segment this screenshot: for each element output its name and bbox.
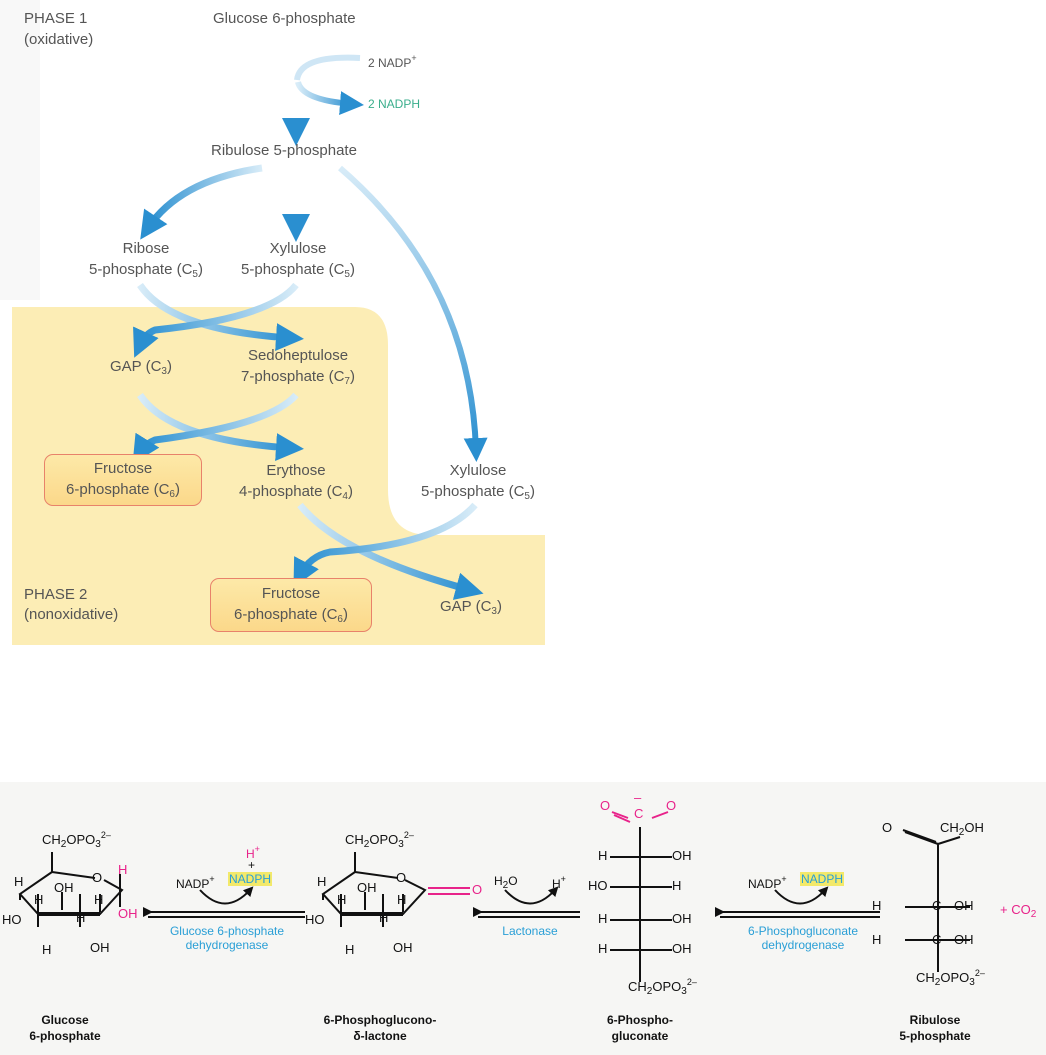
pentose-phosphate-overview: PHASE 1 (oxidative) Glucose 6-phosphate … xyxy=(0,0,560,660)
arrow-cross1-b xyxy=(133,282,299,358)
node-xylulose-5-phosphate: Xylulose 5-phosphate (C5) xyxy=(241,240,355,280)
arrow-nadph-out xyxy=(295,80,364,116)
lac-h5: H xyxy=(345,942,355,957)
lac-oh2: OH xyxy=(393,940,413,955)
g6p-oh-pink: OH xyxy=(118,906,138,921)
node-fructose-6-phosphate-1-box xyxy=(44,454,202,506)
pg-ho: HO xyxy=(588,878,608,893)
co2: + CO2 xyxy=(1000,902,1037,920)
node-fructose-6-phosphate-1: Fructose 6-phosphate (C6) xyxy=(66,460,180,500)
ru-c1: C xyxy=(932,898,942,913)
g6p-h5: H xyxy=(42,942,52,957)
node-erythrose-4-phosphate: Erythose 4-phosphate (C4) xyxy=(239,462,353,502)
pg-ch2opo3: CH2OPO32– xyxy=(628,977,697,997)
arrow-cross2-b xyxy=(132,392,299,464)
phase2-sub: (nonoxidative) xyxy=(24,606,119,623)
pg-oh2: OH xyxy=(672,911,692,926)
node-gap-2: GAP (C3) xyxy=(440,598,502,617)
node-xylulose-5-phosphate-2: Xylulose 5-phosphate (C5) xyxy=(421,462,535,502)
phosphoglucono-lactone-name: 6-Phosphoglucono-δ-lactone xyxy=(323,1013,437,1043)
arrow-ru5p-xylulose2 xyxy=(338,165,488,462)
pg-oh1: OH xyxy=(672,848,692,863)
ru-c2: C xyxy=(932,932,942,947)
pg-h1: H xyxy=(598,848,608,863)
node-glucose-6-phosphate: Glucose 6-phosphate xyxy=(213,10,356,27)
ru-o: O xyxy=(882,820,893,835)
ru-oh1: OH xyxy=(954,898,974,913)
overview-graphics xyxy=(0,0,545,645)
lac-h1: H xyxy=(317,874,327,889)
nadp-1: NADP+ xyxy=(176,874,215,891)
lac-h2: H xyxy=(337,892,347,907)
phase1-sub: (oxidative) xyxy=(24,31,94,48)
pg-h3: H xyxy=(598,911,608,926)
lac-ho: HO xyxy=(305,912,325,927)
g6p-ho: HO xyxy=(2,912,22,927)
pg-h4: H xyxy=(598,941,608,956)
g6p-h1: H xyxy=(14,874,24,889)
lac-h3: H xyxy=(397,892,407,907)
ru-h2: H xyxy=(872,932,882,947)
reaction-graphics xyxy=(18,811,970,982)
node-fructose-6-phosphate-2-box xyxy=(210,578,372,632)
g6p-h2: H xyxy=(34,892,44,907)
lac-h4: H xyxy=(379,910,389,925)
arrow-ru5p-ribose xyxy=(140,164,263,240)
phase1-label: PHASE 1 xyxy=(24,10,88,27)
pg-h2: H xyxy=(672,878,682,893)
oxidative-phase-reaction: CH2OPO32– O H OH H OH H H HO H H OH Gluc… xyxy=(0,782,1046,1055)
nadph-2: NADPH xyxy=(800,872,845,886)
nadph-1: NADPH xyxy=(228,872,273,886)
ru-ch2opo3: CH2OPO32– xyxy=(916,968,985,988)
ru-ch2oh: CH2OH xyxy=(940,820,984,838)
pg-o-left: O xyxy=(600,798,611,813)
lac-ring-o: O xyxy=(396,870,407,885)
h2o: H2O xyxy=(494,874,518,891)
g6p-ch2opo3: CH2OPO32– xyxy=(42,830,111,850)
g6p-oh2: OH xyxy=(90,940,110,955)
ru-h1: H xyxy=(872,898,882,913)
enzyme-lactonase: Lactonase xyxy=(502,924,558,938)
node-nadp-in: 2 NADP+ xyxy=(368,53,417,70)
hplus-1: H+ xyxy=(246,844,260,861)
node-fructose-6-phosphate-2: Fructose 6-phosphate (C6) xyxy=(234,585,348,625)
phase2-background xyxy=(12,307,545,645)
arrow-cross2-a xyxy=(137,392,304,462)
left-shade xyxy=(0,0,40,300)
pg-o-right: O xyxy=(666,798,677,813)
node-ribulose-5-phosphate: Ribulose 5-phosphate xyxy=(211,142,357,159)
plus-1: + xyxy=(248,858,256,872)
phase2-label: PHASE 2 xyxy=(24,586,88,603)
lac-carbonyl-o: O xyxy=(472,882,483,897)
arrow-cross1-a xyxy=(137,282,304,352)
pg-minus: – xyxy=(634,790,642,805)
hplus-2: H+ xyxy=(552,874,566,891)
lac-oh1: OH xyxy=(357,880,377,895)
pg-oh3: OH xyxy=(672,941,692,956)
lac-ch2opo3: CH2OPO32– xyxy=(345,830,414,850)
node-ribose-5-phosphate: Ribose 5-phosphate (C5) xyxy=(89,240,203,280)
nadp-2: NADP+ xyxy=(748,874,787,891)
pg-c: C xyxy=(634,806,644,821)
arrow-cross3-b xyxy=(293,502,478,588)
g6p-h3: H xyxy=(94,892,104,907)
node-nadph-out: 2 NADPH xyxy=(368,97,421,111)
g6p-ring-o: O xyxy=(92,870,103,885)
g6p-h-pink: H xyxy=(118,862,128,877)
phosphogluconate-name: 6-Phospho-gluconate xyxy=(607,1013,673,1043)
arrow-nadp-in xyxy=(294,54,361,81)
node-sedoheptulose-7-phosphate: Sedoheptulose 7-phosphate (C7) xyxy=(241,347,355,387)
g6p-h4: H xyxy=(76,910,86,925)
g6p-oh1: OH xyxy=(54,880,74,895)
node-gap-1: GAP (C3) xyxy=(110,358,172,377)
ru-oh2: OH xyxy=(954,932,974,947)
